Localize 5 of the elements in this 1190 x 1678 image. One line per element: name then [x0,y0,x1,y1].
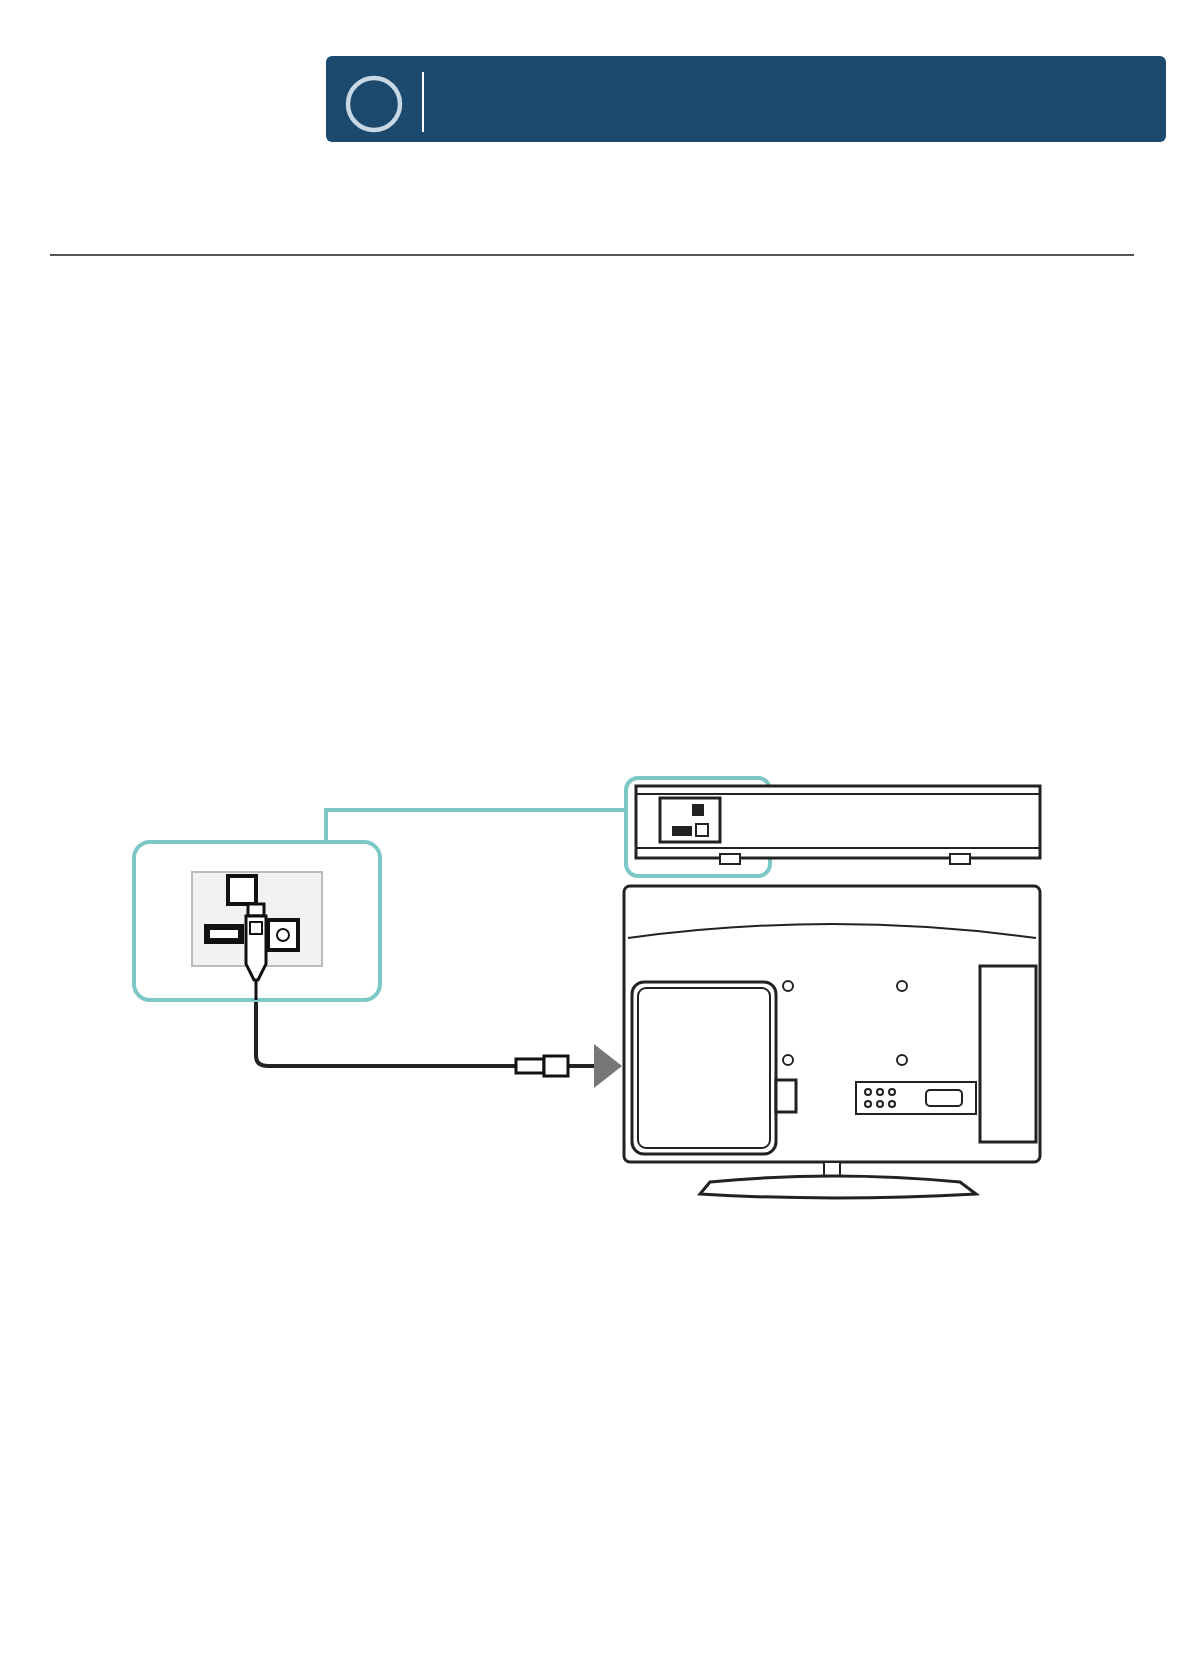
callout-line [324,808,624,840]
port-panel-inset [132,840,382,1002]
soundbar-drawing [624,774,1044,880]
tv-drawing [620,882,1044,1198]
cable-arrow [254,1002,622,1088]
